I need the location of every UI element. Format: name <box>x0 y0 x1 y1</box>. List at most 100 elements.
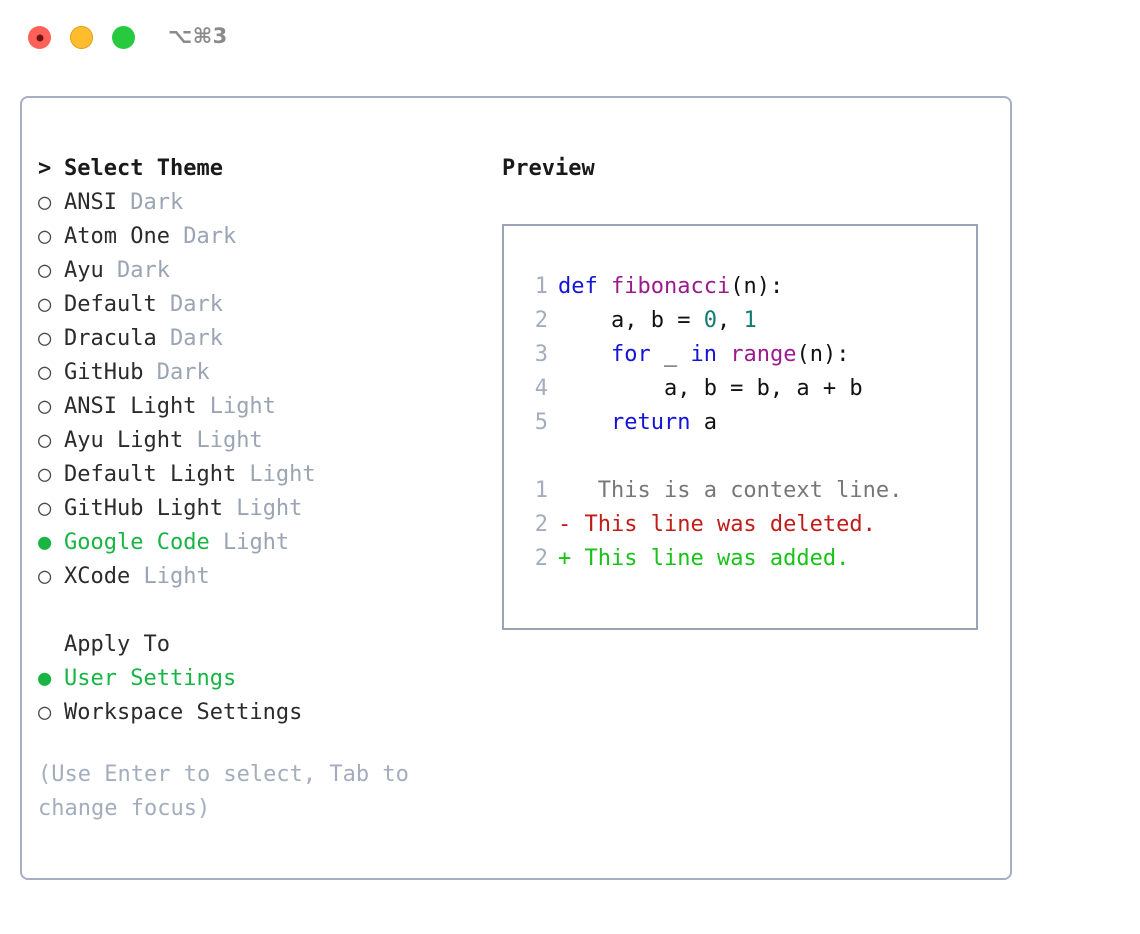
theme-name-label: ANSI <box>64 190 117 215</box>
radio-unselected-icon[interactable]: ○ <box>38 224 52 249</box>
diff-line: 2- This line was deleted. <box>504 508 976 542</box>
line-number: 2 <box>534 546 548 571</box>
theme-list-item[interactable]: ○ Atom One Dark <box>38 220 478 254</box>
maximize-button[interactable] <box>112 26 135 49</box>
theme-variant-tag: Dark <box>116 190 184 215</box>
diff-text: This line was deleted. <box>571 512 876 537</box>
apply-to-title: Apply To <box>64 632 170 657</box>
theme-list-item[interactable]: ○ Ayu Light Light <box>38 424 478 458</box>
theme-variant-tag: Light <box>209 530 290 555</box>
theme-name-label: Dracula <box>64 326 157 351</box>
minimize-button[interactable] <box>70 26 93 49</box>
line-number: 1 <box>534 274 548 299</box>
select-theme-header: >Select Theme <box>38 152 478 186</box>
code-token: return <box>558 410 704 435</box>
code-token: 1 <box>743 308 757 333</box>
theme-variant-tag: Dark <box>143 360 210 385</box>
radio-unselected-icon[interactable]: ○ <box>38 292 52 317</box>
section-spacer <box>38 594 478 628</box>
radio-unselected-icon[interactable]: ○ <box>38 564 52 589</box>
theme-list-item[interactable]: ○XCode Light <box>38 560 478 594</box>
line-number: 5 <box>534 410 548 435</box>
theme-list-item[interactable]: ○ GitHub Light Light <box>38 492 478 526</box>
keyboard-hint: (Use Enter to select, Tab to change focu… <box>38 762 409 821</box>
apply-to-item[interactable]: ○Workspace Settings <box>38 696 478 730</box>
radio-selected-icon[interactable]: ● <box>38 530 52 555</box>
theme-variant-tag: Light <box>236 462 316 487</box>
radio-unselected-icon[interactable]: ○ <box>38 326 52 351</box>
radio-unselected-icon[interactable]: ○ <box>38 360 52 385</box>
theme-variant-tag: Light <box>183 428 263 453</box>
line-number: 1 <box>534 478 548 503</box>
theme-name-label: Ayu Light <box>64 428 184 453</box>
theme-list-item[interactable]: ● Google Code Light <box>38 526 478 560</box>
diff-marker <box>558 478 571 503</box>
code-line: 2 a, b = 0, 1 <box>504 304 976 338</box>
theme-variant-tag: Dark <box>103 258 170 283</box>
code-token: (n): <box>796 342 850 367</box>
code-diff-spacer <box>504 440 976 474</box>
theme-list: ○ ANSI Dark ○ Atom One Dark ○ Ayu Dark ○ Defaul… <box>38 186 478 594</box>
code-token: , <box>716 308 744 333</box>
radio-unselected-icon[interactable]: ○ <box>38 496 52 521</box>
line-number: 2 <box>534 512 548 537</box>
keyboard-shortcut-label: ⌥⌘3 <box>168 24 228 48</box>
apply-to-item[interactable]: ● User Settings <box>38 662 478 696</box>
close-button[interactable] <box>28 26 51 49</box>
code-token: a, b = b, a + b <box>558 376 863 401</box>
theme-name-label: Atom One <box>64 224 170 249</box>
theme-name-label: Google Code <box>64 530 210 555</box>
code-token: (n): <box>730 274 784 299</box>
diff-text: This is a context line. <box>571 478 903 503</box>
radio-unselected-icon[interactable]: ○ <box>38 394 52 419</box>
theme-list-item[interactable]: ○ GitHub Dark <box>38 356 478 390</box>
theme-list-item[interactable]: ○ Default Light Light <box>38 458 478 492</box>
preview-title: Preview <box>502 156 595 181</box>
diff-sample: 1 This is a context line.2- This line wa… <box>504 474 976 576</box>
theme-variant-tag: Dark <box>156 326 223 351</box>
code-token: 0 <box>703 308 717 333</box>
theme-name-label: Default <box>64 292 157 317</box>
theme-name-label: Default Light <box>64 462 237 487</box>
theme-name-label: GitHub <box>64 360 144 385</box>
apply-to-label: User Settings <box>64 666 237 691</box>
code-token: a, b = <box>558 308 704 333</box>
code-line: 4 a, b = b, a + b <box>504 372 976 406</box>
code-token: def <box>558 274 611 299</box>
radio-unselected-icon[interactable]: ○ <box>38 258 52 283</box>
theme-name-label: GitHub Light <box>64 496 223 521</box>
main-panel: >Select Theme ○ ANSI Dark ○ Atom One Dark ○ A… <box>20 96 1012 880</box>
theme-list-item[interactable]: ○ Ayu Dark <box>38 254 478 288</box>
diff-text: This line was added. <box>571 546 850 571</box>
apply-to-list: ● User Settings ○Workspace Settings <box>38 662 478 730</box>
radio-selected-icon[interactable]: ● <box>38 666 52 691</box>
theme-name-label: Ayu <box>64 258 104 283</box>
line-number: 3 <box>534 342 548 367</box>
radio-unselected-icon[interactable]: ○ <box>38 700 52 725</box>
line-number: 2 <box>534 308 548 333</box>
theme-variant-tag: Light <box>222 496 303 521</box>
traffic-light-buttons <box>28 26 135 49</box>
diff-marker: + <box>558 546 572 571</box>
code-token: range <box>730 342 797 367</box>
theme-list-item[interactable]: ○ Default Dark <box>38 288 478 322</box>
theme-variant-tag: Dark <box>156 292 223 317</box>
radio-unselected-icon[interactable]: ○ <box>38 190 52 215</box>
diff-line: 1 This is a context line. <box>504 474 976 508</box>
radio-unselected-icon[interactable]: ○ <box>38 462 52 487</box>
theme-variant-tag: Dark <box>169 224 237 249</box>
theme-list-item[interactable]: ○ Dracula Dark <box>38 322 478 356</box>
radio-unselected-icon[interactable]: ○ <box>38 428 52 453</box>
theme-list-item[interactable]: ○ANSI Light Light <box>38 390 478 424</box>
theme-name-label: XCode <box>64 564 131 589</box>
code-line: 5 return a <box>504 406 976 440</box>
theme-name-label: ANSI Light <box>64 394 197 419</box>
code-token: _ <box>663 342 691 367</box>
code-token: for <box>558 342 664 367</box>
code-token: a <box>703 410 717 435</box>
theme-list-item[interactable]: ○ ANSI Dark <box>38 186 478 220</box>
